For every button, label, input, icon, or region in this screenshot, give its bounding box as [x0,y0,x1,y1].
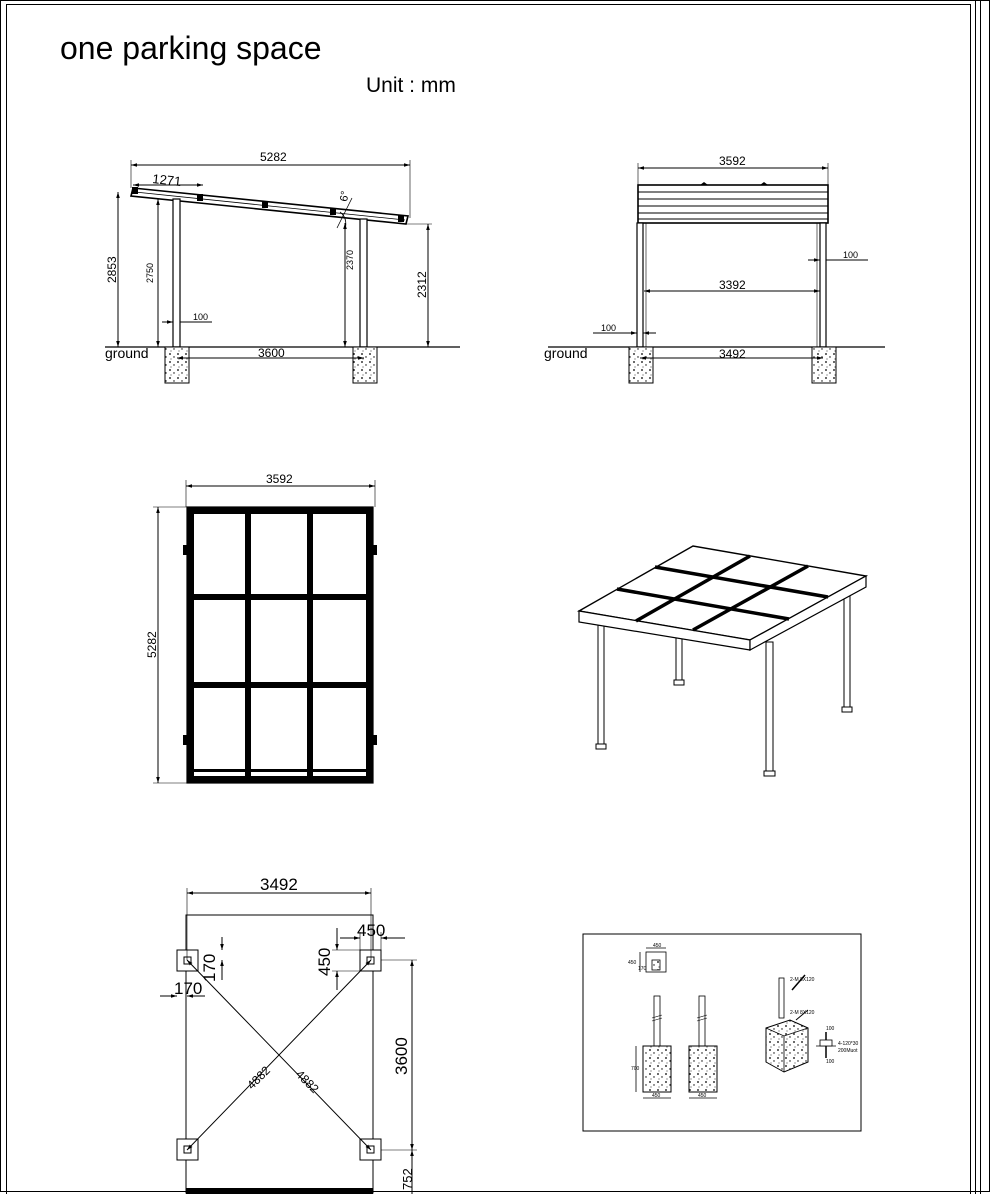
side-post-high [172,198,181,348]
side-dim-low-post: 2370 [345,250,355,270]
front-roof [637,184,829,224]
front-dim-beam: 100 [843,250,858,260]
detail-dim-top-a: 450 [653,943,662,949]
inner-frame [6,4,971,1194]
front-dim-total-width: 3592 [719,154,746,168]
detail-box-frame [582,933,862,1132]
foundation-plan [160,888,417,1194]
page-title: one parking space [60,30,322,66]
foundation-dim-offset-x: 170 [174,979,202,998]
side-dim-post-spacing: 3600 [258,346,285,360]
front-post-left [636,222,644,348]
plan-view [153,480,377,784]
side-view-labels: 5282 1271 6° 2853 2750 2370 2312 100 360… [105,150,429,361]
front-dim-post-width: 100 [601,323,616,333]
front-post-right [819,222,827,348]
side-footing-2 [352,346,378,384]
side-footing-1 [164,346,190,384]
detail-box [582,933,862,1132]
foundation-dim-diagonal-2: 4882 [293,1067,322,1096]
detail-dim-small2: 100 [826,1059,835,1065]
side-dim-high-post: 2750 [145,263,155,283]
unit-label: Unit : mm [366,74,456,97]
front-dim-post-spacing: 3492 [719,347,746,361]
detail-anchor-2: 2-M 8X120 [790,1010,815,1016]
side-post-low [359,218,368,348]
side-dim-post-width: 100 [193,312,208,322]
side-dim-high-height: 2853 [105,256,119,283]
detail-dim-footing-w1: 450 [652,1093,661,1099]
detail-anchor-1: 2-M 8X120 [790,977,815,983]
foundation-dim-footing-depth: 450 [315,948,334,976]
foundation-dim-diagonal-1: 4882 [244,1063,273,1092]
foundation-dim-length: 3600 [392,1037,411,1075]
side-dim-overhang: 1271 [152,171,182,189]
plan-outline [186,506,374,784]
plan-frame [183,507,377,783]
foundation-dim-width: 3492 [260,875,298,894]
plan-view-labels: 3592 5282 [145,472,293,658]
detail-dim-footing-w2: 450 [698,1093,707,1099]
detail-dim-footing-h: 700 [631,1066,640,1072]
plan-dim-length: 5282 [145,631,159,658]
right-margin-rule [975,0,981,1194]
foundation-dim-footing-size: 450 [357,921,385,940]
side-dim-angle: 6° [338,190,352,202]
side-dim-low-height: 2312 [415,271,429,298]
detail-dim-small: 100 [826,1026,835,1032]
diagonal-2 [186,959,372,1151]
foundation-dim-end-offset: 752 [400,1168,415,1190]
detail-anchor-3: 4-120*30 [838,1041,859,1047]
detail-box-labels: 450 450 170 700 450 450 2-M 8X120 2-M 8X… [628,943,859,1099]
front-dim-inner-width: 3392 [719,278,746,292]
front-footing-2 [811,346,837,384]
detail-anchor-4: 200Muot [838,1048,858,1054]
detail-dim-top-b: 450 [628,960,637,966]
front-view [548,163,885,384]
side-dim-total-length: 5282 [260,150,287,164]
foundation-dim-offset-y: 170 [200,954,219,982]
front-ground-label: ground [544,345,588,361]
plan-dim-width: 3592 [266,472,293,486]
isometric-view [576,545,869,777]
front-view-labels: 3592 3392 100 100 3492 ground [544,154,858,361]
side-view [105,160,460,384]
front-footing-1 [628,346,654,384]
detail-dim-top-c: 170 [638,966,647,972]
side-ground-label: ground [105,345,149,361]
